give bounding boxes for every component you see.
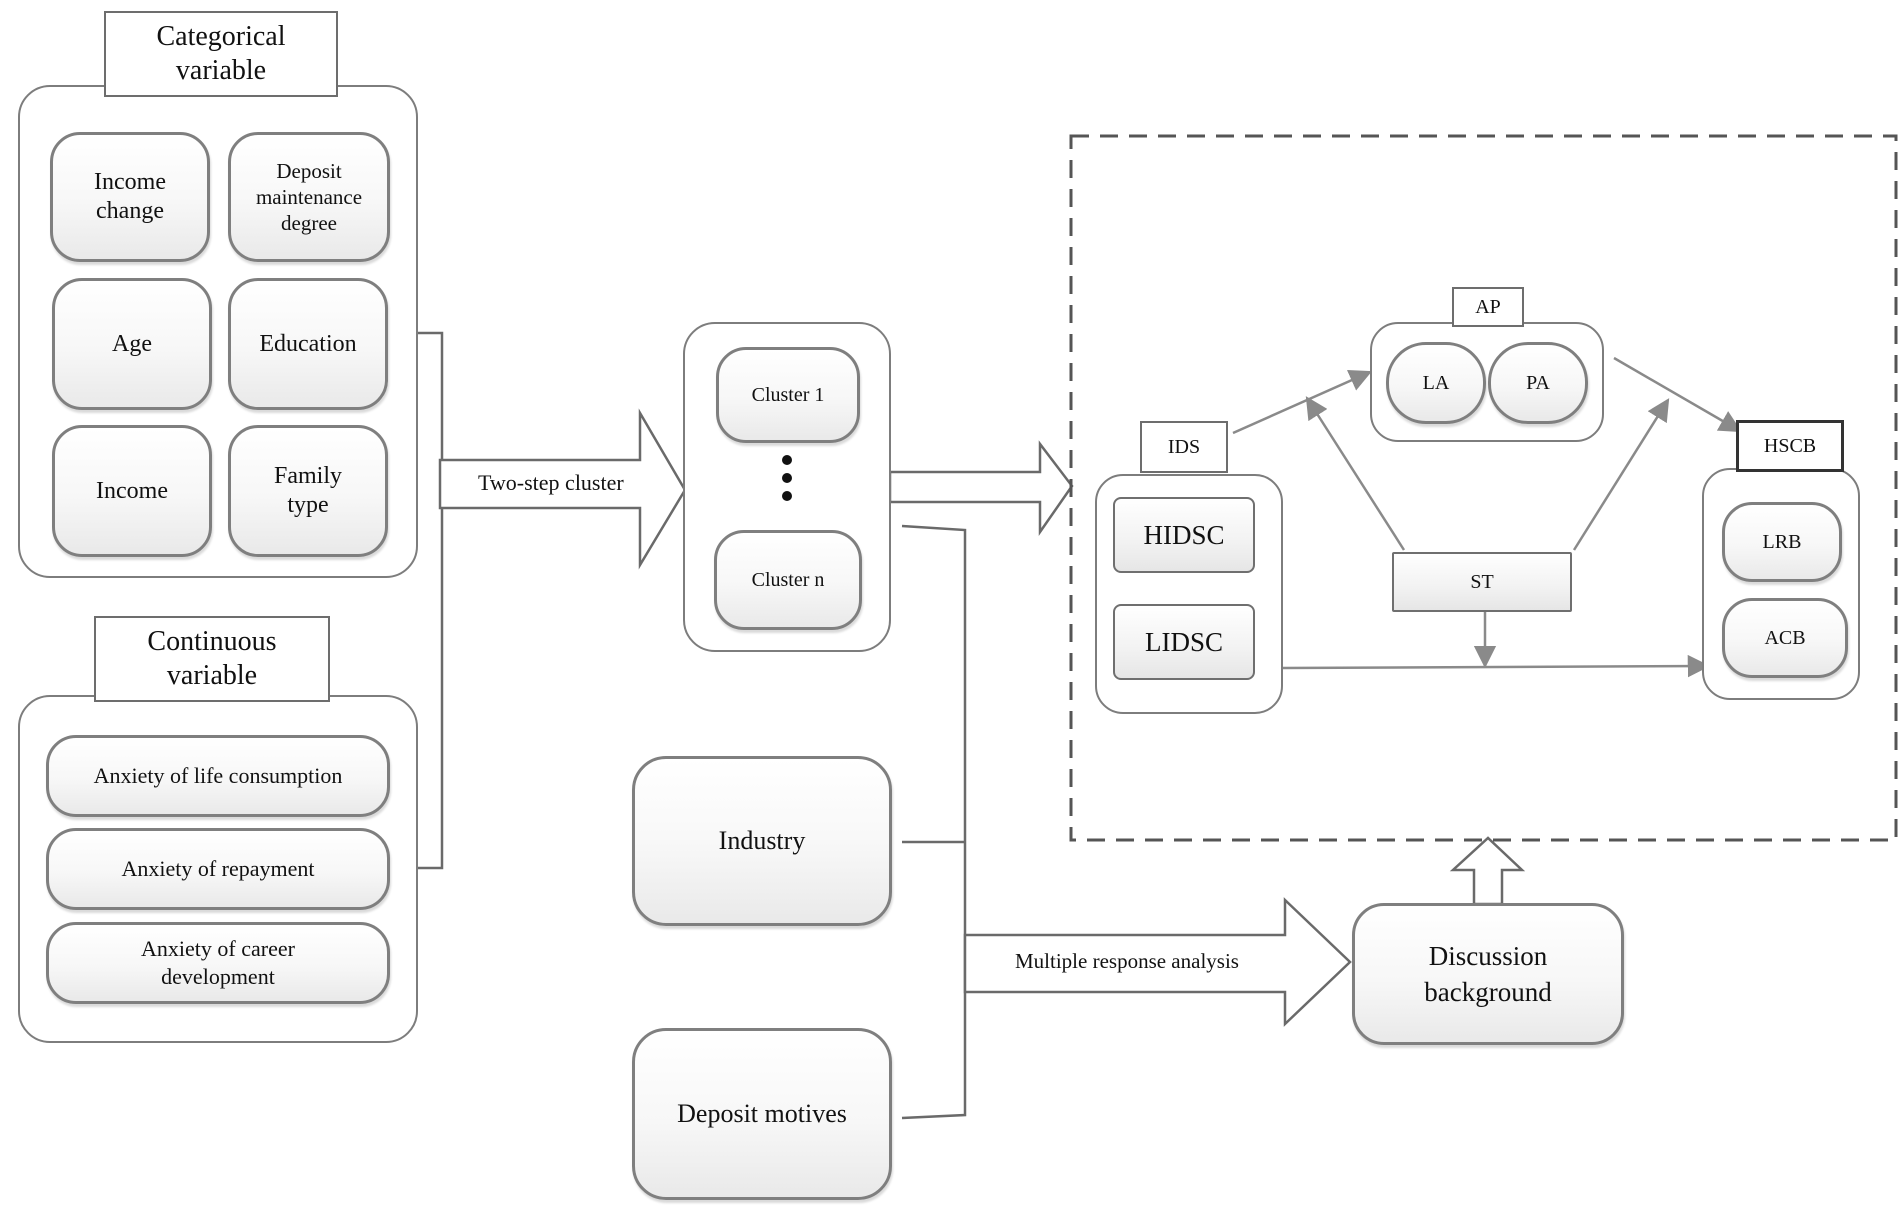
hscb-label-box: HSCB	[1736, 420, 1844, 472]
deposit-maintenance-node: Deposit maintenance degree	[228, 132, 390, 262]
lrb-label: LRB	[1762, 530, 1802, 553]
model-frame	[1069, 134, 1898, 842]
lidsc-label: LIDSC	[1144, 626, 1223, 657]
family-type-node: Family type	[228, 425, 388, 557]
continuous-title: Continuous variable	[94, 616, 330, 702]
industry-node: Industry	[632, 756, 892, 926]
la-node: LA	[1386, 342, 1486, 424]
anxiety-repayment-node: Anxiety of repayment	[46, 828, 390, 910]
categorical-title-text: Categorical variable	[156, 21, 286, 86]
mra-bracket-line	[901, 524, 967, 1120]
age-node: Age	[52, 278, 212, 410]
deposit-motives-label: Deposit motives	[677, 1099, 847, 1128]
discussion-background-label: Discussion background	[1424, 941, 1552, 1007]
cluster-to-model-arrow	[888, 440, 1074, 536]
income-change-label: Income change	[94, 169, 166, 224]
income-label: Income	[96, 477, 168, 504]
education-node: Education	[228, 278, 388, 410]
categorical-title: Categorical variable	[104, 11, 338, 97]
st-to-ap-right-arrow	[1572, 398, 1670, 551]
cluster-1-node: Cluster 1	[716, 347, 860, 443]
left-bracket-line	[418, 331, 444, 870]
cluster-n-label: Cluster n	[751, 568, 825, 591]
anxiety-life-label: Anxiety of life consumption	[93, 763, 343, 788]
two-step-cluster-label: Two-step cluster	[478, 470, 624, 495]
mra-arrow	[963, 897, 1352, 1027]
anxiety-career-node: Anxiety of career development	[46, 922, 390, 1004]
ids-label-box: IDS	[1140, 421, 1228, 473]
st-to-ap-left-arrow	[1305, 396, 1406, 551]
lrb-node: LRB	[1722, 502, 1842, 582]
pa-node: PA	[1488, 342, 1588, 424]
anxiety-career-label: Anxiety of career development	[141, 936, 295, 989]
pa-label: PA	[1526, 371, 1550, 394]
ap-label-box: AP	[1452, 287, 1524, 327]
continuous-title-text: Continuous variable	[147, 626, 277, 691]
up-arrow	[1449, 836, 1526, 906]
mra-label: Multiple response analysis	[1015, 949, 1239, 973]
family-type-label: Family type	[273, 463, 342, 518]
cluster-n-node: Cluster n	[714, 530, 862, 630]
hscb-label: HSCB	[1763, 434, 1817, 457]
ellipsis-dots-icon	[782, 455, 792, 501]
age-label: Age	[112, 330, 152, 357]
deposit-motives-node: Deposit motives	[632, 1028, 892, 1200]
cluster-1-label: Cluster 1	[751, 383, 825, 406]
cluster-ellipsis	[762, 446, 812, 506]
ids-to-ap-arrow	[1232, 369, 1373, 435]
ids-to-hscb-arrow	[1281, 654, 1711, 678]
anxiety-life-node: Anxiety of life consumption	[46, 735, 390, 817]
two-step-arrow	[438, 408, 687, 570]
hidsc-node: HIDSC	[1113, 497, 1255, 573]
education-label: Education	[259, 330, 357, 357]
ap-label: AP	[1475, 295, 1501, 318]
ids-label: IDS	[1167, 435, 1201, 458]
st-label: ST	[1470, 570, 1494, 593]
st-node: ST	[1392, 552, 1572, 612]
anxiety-repayment-label: Anxiety of repayment	[121, 856, 315, 881]
industry-label: Industry	[718, 826, 806, 855]
lidsc-node: LIDSC	[1113, 604, 1255, 680]
la-label: LA	[1422, 371, 1450, 394]
discussion-background-node: Discussion background	[1352, 903, 1624, 1045]
ap-to-hscb-arrow	[1613, 356, 1742, 433]
deposit-maintenance-label: Deposit maintenance degree	[255, 159, 363, 235]
income-node: Income	[52, 425, 212, 557]
income-change-node: Income change	[50, 132, 210, 262]
hidsc-label: HIDSC	[1143, 519, 1225, 550]
acb-node: ACB	[1722, 598, 1848, 678]
acb-label: ACB	[1764, 626, 1806, 649]
